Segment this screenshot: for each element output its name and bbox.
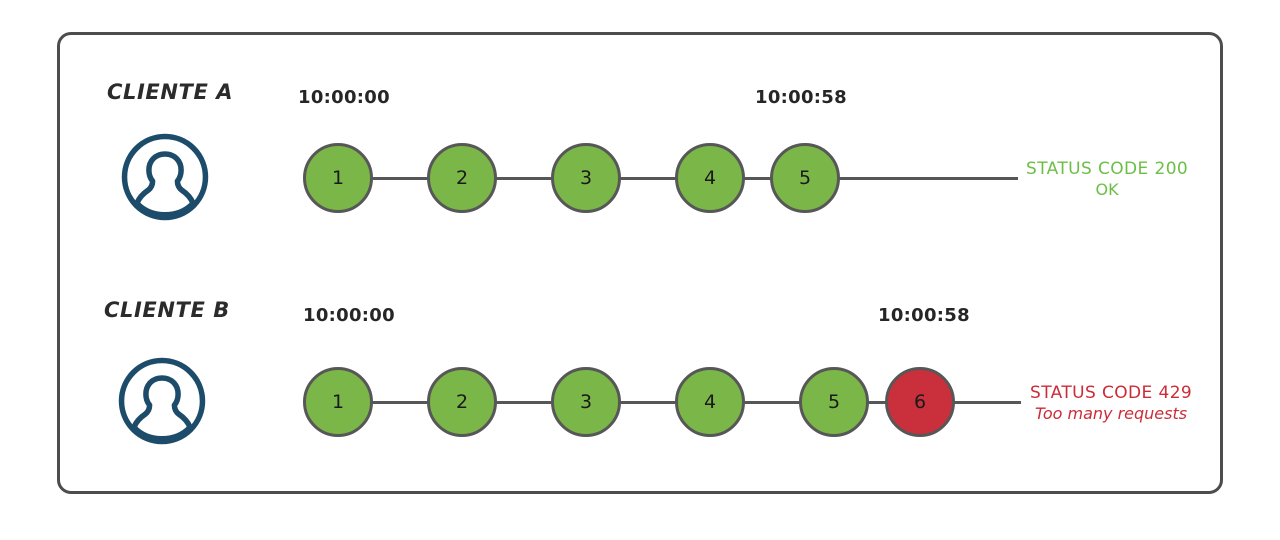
request-node-label: 5: [827, 391, 841, 413]
request-node-a-3[interactable]: 3: [551, 143, 621, 213]
connector-b-1: [371, 401, 429, 404]
status-code-a: STATUS CODE 200: [1026, 159, 1189, 179]
timestamp-end-a: 10:00:58: [755, 87, 847, 108]
status-badge-b: STATUS CODE 429 Too many requests: [1030, 383, 1192, 423]
request-node-b-2[interactable]: 2: [427, 367, 497, 437]
connector-b-status: [953, 401, 1021, 404]
request-node-b-5[interactable]: 5: [799, 367, 869, 437]
status-message-b: Too many requests: [1035, 403, 1188, 423]
request-node-label: 2: [455, 391, 469, 413]
client-label-a: CLIENTE A: [107, 80, 234, 104]
request-node-b-6[interactable]: 6: [885, 367, 955, 437]
connector-b-2: [495, 401, 553, 404]
request-node-label: 3: [579, 391, 593, 413]
request-node-label: 3: [579, 167, 593, 189]
request-node-label: 1: [331, 167, 345, 189]
connector-b-3: [619, 401, 677, 404]
user-avatar-icon: [119, 131, 211, 223]
request-node-a-4[interactable]: 4: [675, 143, 745, 213]
connector-a-status: [838, 177, 1018, 180]
user-avatar-icon: [116, 355, 208, 447]
status-code-b: STATUS CODE 429: [1030, 383, 1193, 403]
request-node-label: 2: [455, 167, 469, 189]
request-node-label: 6: [913, 391, 927, 413]
request-node-label: 4: [703, 391, 717, 413]
request-node-a-2[interactable]: 2: [427, 143, 497, 213]
connector-a-3: [619, 177, 677, 180]
connector-b-4: [743, 401, 801, 404]
request-node-b-1[interactable]: 1: [303, 367, 373, 437]
connector-a-1: [371, 177, 429, 180]
request-node-a-1[interactable]: 1: [303, 143, 373, 213]
timestamp-end-b: 10:00:58: [878, 305, 970, 326]
request-node-label: 4: [703, 167, 717, 189]
diagram-panel: [57, 32, 1223, 494]
status-badge-a: STATUS CODE 200 OK: [1026, 159, 1188, 199]
connector-a-2: [495, 177, 553, 180]
client-label-b: CLIENTE B: [104, 298, 230, 322]
request-node-b-4[interactable]: 4: [675, 367, 745, 437]
timestamp-start-a: 10:00:00: [298, 87, 390, 108]
status-message-a: OK: [1095, 179, 1119, 199]
request-node-label: 5: [798, 167, 812, 189]
request-node-label: 1: [331, 391, 345, 413]
timestamp-start-b: 10:00:00: [303, 305, 395, 326]
request-node-b-3[interactable]: 3: [551, 367, 621, 437]
request-node-a-5[interactable]: 5: [770, 143, 840, 213]
